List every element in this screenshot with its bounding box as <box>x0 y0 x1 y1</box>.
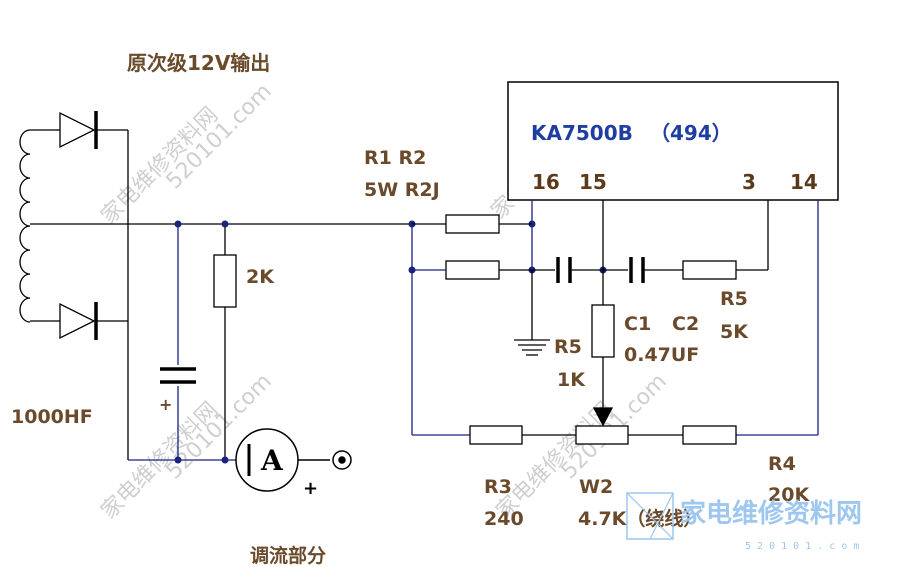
label-c2: C2 <box>672 313 699 335</box>
potentiometer-w2 <box>575 425 683 445</box>
label-r1r2-value: 5W R2J <box>364 179 440 201</box>
ic-ka7500b <box>507 81 839 201</box>
resistor-r5-5k <box>682 200 769 280</box>
ic-pin-15: 15 <box>579 170 607 194</box>
label-r4-value: 20K <box>768 484 810 506</box>
site-logo: 家电维修资料网 5 2 0 1 0 1 . c o m <box>626 492 862 552</box>
ic-name: KA7500B <box>531 121 633 145</box>
watermark-text: 家电维修资料网 <box>97 398 224 525</box>
label-r5-1k-value: 1K <box>557 369 586 391</box>
resistor-r1 <box>412 214 532 234</box>
logo-text: 家电维修资料网 <box>680 498 862 529</box>
resistor-r3 <box>469 425 576 445</box>
diode-top <box>55 111 128 149</box>
junction-dots <box>174 220 607 464</box>
resistor-r2 <box>445 260 555 280</box>
caption-current-adjust: 调流部分 <box>250 544 326 567</box>
label-r1r2: R1 R2 <box>364 147 426 169</box>
label-w2-value: 4.7K（绕线） <box>578 507 702 530</box>
ic-pin-16: 16 <box>532 170 560 194</box>
label-r5-5k-value: 5K <box>720 321 749 343</box>
capacitor-plus-sign: + <box>159 395 172 414</box>
label-r5-5k-name: R5 <box>720 288 748 310</box>
label-w2-name: W2 <box>579 476 613 498</box>
ic-alt-name: （494） <box>650 121 732 145</box>
ic-pin-3: 3 <box>742 170 756 194</box>
label-r5-1k-name: R5 <box>554 336 582 358</box>
capacitor-c1 <box>556 257 628 283</box>
meter-plus-sign: + <box>303 478 318 499</box>
label-r4-name: R4 <box>768 453 796 475</box>
label-capacitor-value: 1000HF <box>11 406 93 428</box>
label-2k: 2K <box>246 266 275 288</box>
resistor-r5-1k <box>591 304 615 427</box>
transformer-winding <box>19 129 410 323</box>
ground-symbol <box>514 270 550 356</box>
filter-capacitor <box>160 224 196 460</box>
capacitor-c2 <box>629 257 683 283</box>
resistor-r4 <box>682 425 737 445</box>
label-r3-value: 240 <box>484 508 524 530</box>
ammeter <box>235 428 352 492</box>
label-c1: C1 <box>624 313 651 335</box>
diode-bottom <box>55 302 128 340</box>
sense-wires-blue <box>411 200 819 436</box>
label-cap-value: 0.47UF <box>624 344 699 366</box>
logo-url: 5 2 0 1 0 1 . c o m <box>745 541 859 552</box>
label-r3-name: R3 <box>484 476 512 498</box>
resistor-2k <box>213 224 237 460</box>
diagram-title: 原次级12V输出 <box>127 51 270 75</box>
ic-pin-14: 14 <box>790 170 818 194</box>
ammeter-letter: A <box>260 444 284 477</box>
